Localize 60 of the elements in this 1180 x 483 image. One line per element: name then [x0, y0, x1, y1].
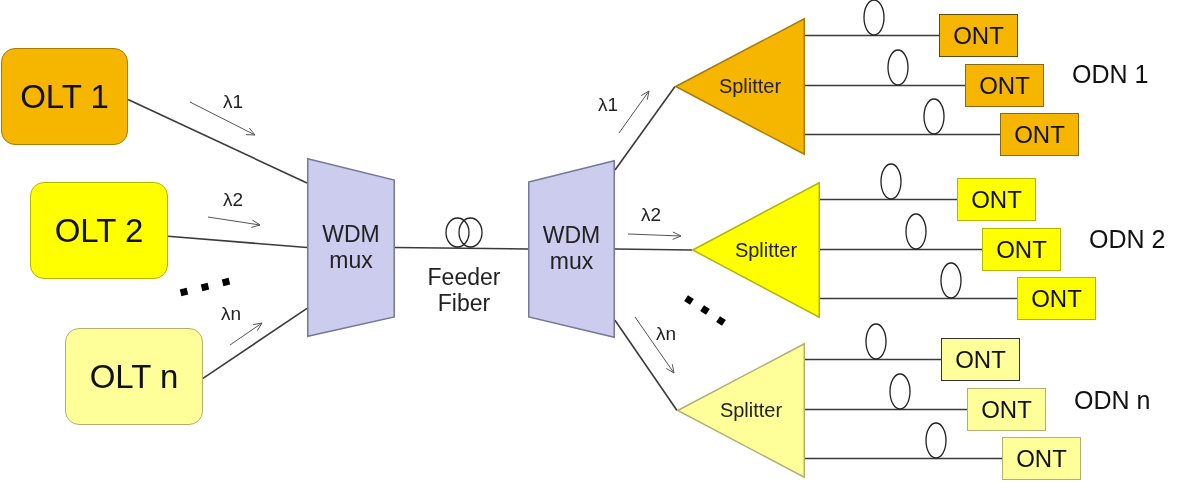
fiber-line: [819, 248, 983, 251]
terminal-label: ONT: [1031, 284, 1082, 313]
fiber-line: [202, 307, 308, 380]
terminal-box: [941, 338, 1020, 381]
device-label: Splitter: [734, 238, 798, 262]
splitter-triangle: [677, 343, 805, 478]
terminal-label: OLT n: [89, 357, 179, 396]
terminal-box: [1002, 437, 1081, 480]
wavelength-label: λn: [221, 303, 242, 325]
terminal-box: [1, 48, 128, 145]
wavelength-label: λn: [656, 323, 677, 345]
fiber-line: [614, 248, 693, 251]
fiber-line: [614, 85, 676, 171]
fiber-line: [804, 84, 966, 87]
fiber-line: [804, 408, 968, 411]
device-label: WDM mux: [541, 223, 602, 275]
terminal-box: [30, 182, 168, 279]
terminal-label: ONT: [1014, 120, 1065, 149]
terminal-box: [957, 178, 1036, 221]
fiber-line: [819, 198, 958, 201]
fiber-line: [819, 297, 1018, 300]
fiber-line: [167, 235, 308, 249]
splitter-triangle: [692, 182, 820, 318]
fiber-label: Feeder Fiber: [426, 264, 502, 317]
fiber-line: [127, 98, 308, 184]
network-label: ODN n: [1074, 387, 1151, 415]
fiber-line: [804, 457, 1003, 460]
fiber-line: [614, 319, 678, 412]
wavelength-label: λ1: [223, 91, 244, 113]
network-label: ODN 2: [1089, 226, 1166, 254]
terminal-box: [967, 388, 1046, 431]
terminal-label: OLT 2: [54, 211, 144, 250]
terminal-box: [1000, 113, 1079, 156]
terminal-box: [965, 64, 1044, 107]
fiber-line: [804, 133, 1001, 136]
wavelength-label: λ2: [223, 189, 244, 211]
terminal-label: OLT 1: [20, 77, 109, 116]
terminal-label: ONT: [955, 345, 1006, 374]
mux-trapezoid: [528, 160, 615, 338]
splitter-triangle: [675, 18, 805, 155]
device-label: WDM mux: [321, 221, 381, 274]
terminal-label: ONT: [979, 71, 1030, 100]
wavelength-label: λ1: [598, 94, 619, 116]
terminal-box: [1017, 277, 1096, 320]
wavelength-label: λ2: [641, 204, 662, 226]
device-label: Splitter: [718, 75, 782, 98]
terminal-label: ONT: [1016, 444, 1067, 473]
terminal-label: ONT: [953, 21, 1004, 50]
terminal-box: [65, 328, 203, 425]
terminal-box: [939, 14, 1018, 57]
terminal-label: ONT: [971, 185, 1022, 214]
terminal-label: ONT: [996, 235, 1047, 264]
device-label: Splitter: [719, 399, 783, 422]
fiber-line: [394, 246, 529, 250]
fiber-line: [804, 34, 940, 37]
network-label: ODN 1: [1072, 61, 1149, 89]
mux-trapezoid: [307, 158, 395, 337]
fiber-line: [804, 358, 942, 361]
terminal-label: ONT: [981, 395, 1032, 424]
terminal-box: [982, 228, 1061, 271]
